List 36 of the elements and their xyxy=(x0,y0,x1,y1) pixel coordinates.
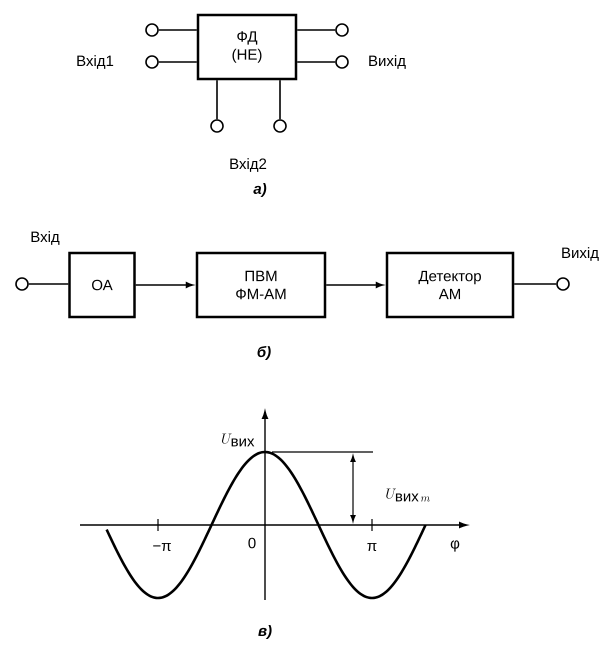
tick-label: −π xyxy=(153,542,171,552)
terminal-circle xyxy=(273,119,287,133)
terminal-circle xyxy=(15,277,29,291)
connector-line xyxy=(297,61,336,63)
panel-label: б) xyxy=(258,346,271,360)
connector-line xyxy=(216,80,218,120)
connector-line xyxy=(279,80,281,120)
block-box: ПВМ ФМ-АМ xyxy=(196,252,326,318)
dimension-label: $U_{\mbox{вих}\,m}$ xyxy=(386,488,430,502)
arrow xyxy=(326,282,384,288)
terminal-circle xyxy=(145,23,159,37)
axis-label: φ xyxy=(450,540,460,552)
connector-line xyxy=(28,283,68,285)
terminal-circle xyxy=(556,277,570,291)
terminal-label: Вихід xyxy=(562,247,599,261)
axis-label: $U_{\mbox{вих}}$ xyxy=(222,434,254,446)
terminal-circle xyxy=(335,23,349,37)
connector-line xyxy=(158,29,197,31)
block-box: ОА xyxy=(68,252,136,318)
terminal-circle xyxy=(335,55,349,69)
terminal-label: Вхід1 xyxy=(77,55,114,69)
block-box: Детектор АМ xyxy=(386,252,514,318)
panel-label: а) xyxy=(253,183,266,197)
terminal-label: Вхід2 xyxy=(230,158,266,172)
terminal-circle xyxy=(210,119,224,133)
connector-line xyxy=(297,29,336,31)
terminal-label: Вхід xyxy=(32,231,60,245)
connector-line xyxy=(514,283,556,285)
tick-label: π xyxy=(367,542,377,552)
block-box: ФД (НЕ) xyxy=(196,14,298,80)
terminal-circle xyxy=(145,55,159,69)
arrow xyxy=(136,282,194,288)
connector-line xyxy=(158,61,197,63)
panel-label: в) xyxy=(258,625,272,639)
terminal-label: Вихід xyxy=(369,55,406,69)
tick-label: 0 xyxy=(248,538,256,548)
